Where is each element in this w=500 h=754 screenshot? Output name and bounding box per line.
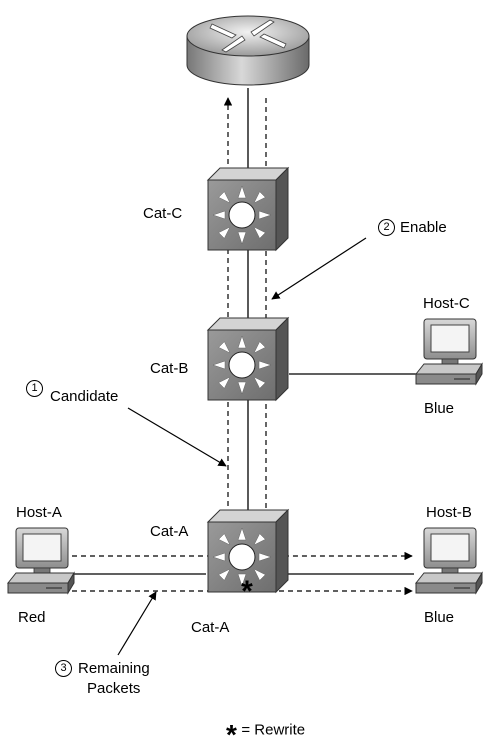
- hosts: [6, 318, 483, 595]
- step-2-label: Enable: [400, 219, 447, 236]
- switch-cat-c-icon: [206, 166, 290, 252]
- label-cat-a-bottom: Cat-A: [191, 619, 230, 636]
- legend: * = Rewrite: [226, 714, 306, 750]
- vlan-host-c: Blue: [424, 400, 455, 417]
- legend-text: = Rewrite: [241, 721, 306, 739]
- host-a-pc-icon: [6, 527, 75, 595]
- label-host-a: Host-A: [16, 504, 62, 521]
- vlan-host-a: Red: [18, 609, 46, 626]
- arrow-enable: [271, 237, 367, 300]
- label-host-c: Host-C: [423, 295, 470, 312]
- host-c-pc-icon: [414, 318, 483, 386]
- arrow-remaining-packets: [117, 591, 157, 656]
- host-b-pc-icon: [414, 527, 483, 595]
- step-3-badge: 3: [55, 660, 72, 677]
- legend-symbol: *: [226, 719, 237, 750]
- label-cat-c: Cat-C: [143, 205, 183, 222]
- switch-cat-a-icon: [206, 508, 290, 594]
- callout-arrows: [117, 237, 367, 656]
- step-1-badge: 1: [26, 380, 43, 397]
- switch-cat-b-icon: [206, 316, 290, 402]
- vlan-host-b: Blue: [424, 609, 455, 626]
- arrow-candidate: [127, 407, 227, 467]
- switches: [206, 166, 290, 594]
- label-host-b: Host-B: [426, 504, 472, 521]
- step-3-label-line2: Packets: [87, 680, 141, 697]
- rewrite-marker: *: [241, 575, 253, 608]
- path-host-a-to-router: [72, 97, 233, 557]
- step-1-label: Candidate: [50, 388, 119, 405]
- label-cat-a-top: Cat-A: [150, 523, 189, 540]
- step-3-label-line1: Remaining: [78, 660, 150, 677]
- router-icon: [186, 15, 310, 86]
- label-cat-b: Cat-B: [150, 360, 189, 377]
- step-2-badge: 2: [378, 219, 395, 236]
